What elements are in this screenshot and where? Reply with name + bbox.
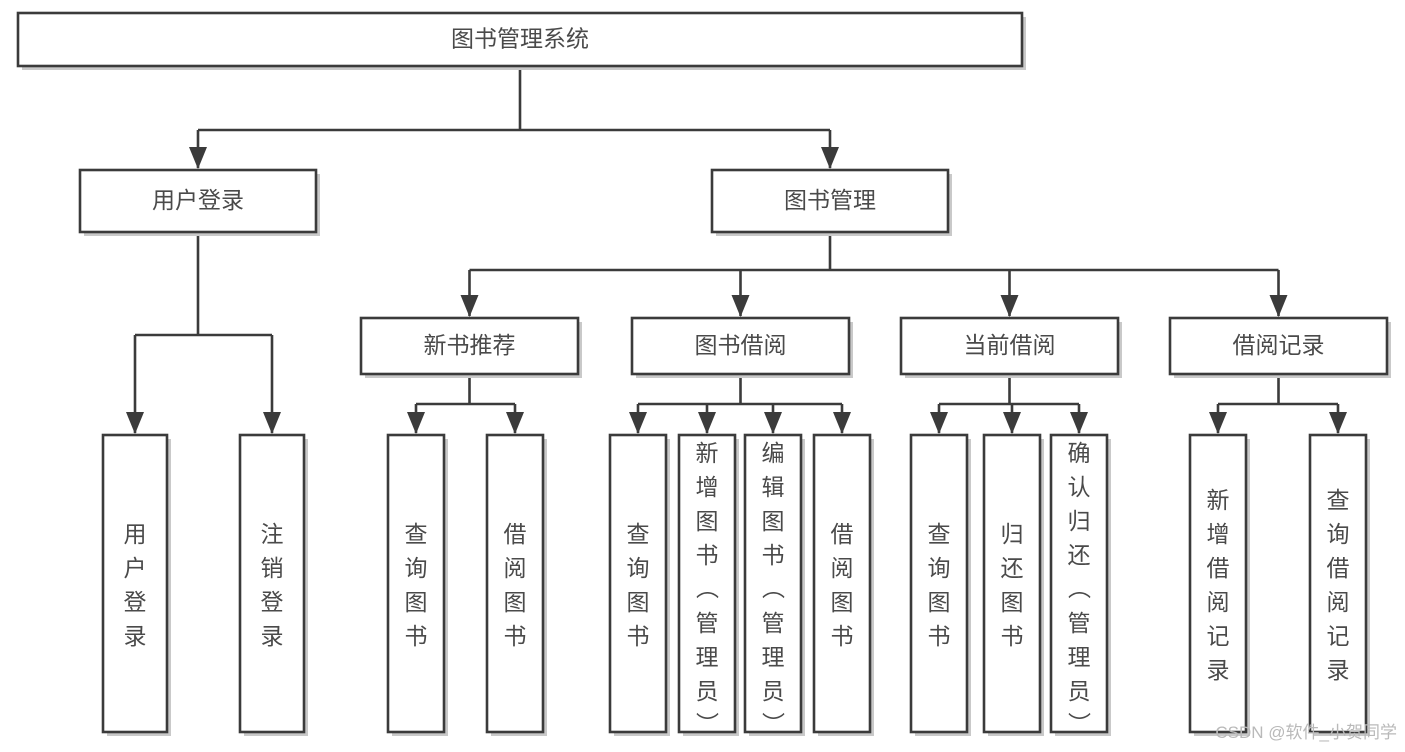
box-outline — [78, 168, 318, 234]
arrow-head-icon — [821, 147, 839, 169]
node-leaf-borrow-book-2-label: 借阅图书 — [831, 521, 854, 649]
arrow-head-icon — [764, 412, 782, 434]
node-leaf-add-book-admin[interactable]: 新增图书（管理员） — [677, 433, 739, 738]
box-outline — [710, 168, 950, 234]
node-leaf-query-borrow-record[interactable]: 查询借阅记录 — [1308, 433, 1370, 736]
arrow-head-icon — [698, 412, 716, 434]
csdn-watermark: CSDN @软件_小贺同学 — [1215, 723, 1397, 742]
node-book-borrow[interactable]: 图书借阅 — [630, 316, 853, 378]
box-outline — [982, 433, 1042, 734]
box-outline — [608, 433, 668, 734]
box-outline — [899, 316, 1120, 376]
node-book-management[interactable]: 图书管理 — [710, 168, 952, 236]
arrow-head-icon — [506, 412, 524, 434]
node-leaf-query-borrow-record-label: 查询借阅记录 — [1327, 487, 1350, 683]
node-new-book-recommend-label: 新书推荐 — [424, 332, 516, 358]
node-leaf-borrow-book-1[interactable]: 借阅图书 — [485, 433, 547, 736]
box-outline — [359, 316, 580, 376]
arrow-head-icon — [1000, 295, 1019, 317]
arrow-head-icon — [407, 412, 425, 434]
node-leaf-return-book-label: 归还图书 — [1001, 521, 1024, 649]
arrow-head-icon — [731, 295, 750, 317]
node-leaf-logout-login-label: 注销登录 — [261, 521, 284, 649]
node-root-label: 图书管理系统 — [451, 26, 589, 52]
node-leaf-query-book-2[interactable]: 查询图书 — [608, 433, 670, 736]
node-leaf-query-book-1-label: 查询图书 — [405, 521, 428, 649]
arrow-head-icon — [1070, 412, 1088, 434]
box-outline — [1168, 316, 1389, 376]
box-outline — [1308, 433, 1368, 734]
node-leaf-borrow-book-2[interactable]: 借阅图书 — [812, 433, 874, 736]
node-leaf-query-book-3[interactable]: 查询图书 — [909, 433, 971, 736]
node-leaf-edit-book-admin-label: 编辑图书（管理员） — [762, 440, 786, 738]
arrow-head-icon — [189, 147, 207, 169]
box-outline — [238, 433, 306, 734]
box-outline — [386, 433, 446, 734]
box-outline — [1049, 433, 1109, 734]
box-outline — [677, 433, 737, 734]
box-outline — [485, 433, 545, 734]
arrow-head-icon — [126, 412, 144, 434]
arrow-head-icon — [1269, 295, 1288, 317]
node-book-borrow-label: 图书借阅 — [695, 332, 787, 358]
arrow-head-icon — [629, 412, 647, 434]
arrow-head-icon — [930, 412, 948, 434]
node-book-management-label: 图书管理 — [784, 187, 876, 213]
node-leaf-confirm-return-admin[interactable]: 确认归还（管理员） — [1049, 433, 1111, 738]
node-leaf-confirm-return-admin-label: 确认归还（管理员） — [1068, 440, 1092, 738]
node-borrow-record-label: 借阅记录 — [1233, 332, 1325, 358]
node-leaf-add-book-admin-label: 新增图书（管理员） — [696, 440, 720, 738]
node-leaf-user-login-label: 用户登录 — [124, 521, 147, 649]
node-current-borrow-label: 当前借阅 — [964, 332, 1056, 358]
node-current-borrow[interactable]: 当前借阅 — [899, 316, 1122, 378]
box-outline — [909, 433, 969, 734]
box-outline — [16, 11, 1024, 68]
node-leaf-query-book-2-label: 查询图书 — [627, 521, 650, 649]
node-leaf-add-borrow-record[interactable]: 新增借阅记录 — [1188, 433, 1250, 736]
node-leaf-borrow-book-1-label: 借阅图书 — [504, 521, 527, 649]
node-borrow-record[interactable]: 借阅记录 — [1168, 316, 1391, 378]
box-outline — [101, 433, 169, 734]
node-user-login-label: 用户登录 — [152, 187, 244, 213]
box-outline — [1188, 433, 1248, 734]
node-leaf-return-book[interactable]: 归还图书 — [982, 433, 1044, 736]
node-leaf-edit-book-admin[interactable]: 编辑图书（管理员） — [743, 433, 805, 738]
node-leaf-query-book-3-label: 查询图书 — [928, 521, 951, 649]
box-outline — [812, 433, 872, 734]
node-leaf-user-login[interactable]: 用户登录 — [101, 433, 171, 736]
node-new-book-recommend[interactable]: 新书推荐 — [359, 316, 582, 378]
node-root-book-management-system[interactable]: 图书管理系统 — [16, 11, 1026, 70]
arrow-head-icon — [263, 412, 281, 434]
box-outline — [630, 316, 851, 376]
node-leaf-logout-login[interactable]: 注销登录 — [238, 433, 308, 736]
arrow-head-icon — [1329, 412, 1347, 434]
arrow-head-icon — [1209, 412, 1227, 434]
arrow-head-icon — [833, 412, 851, 434]
node-user-login[interactable]: 用户登录 — [78, 168, 320, 236]
arrow-head-icon — [460, 295, 479, 317]
box-outline — [743, 433, 803, 734]
node-leaf-add-borrow-record-label: 新增借阅记录 — [1207, 487, 1230, 683]
arrow-head-icon — [1003, 412, 1021, 434]
node-leaf-query-book-1[interactable]: 查询图书 — [386, 433, 448, 736]
